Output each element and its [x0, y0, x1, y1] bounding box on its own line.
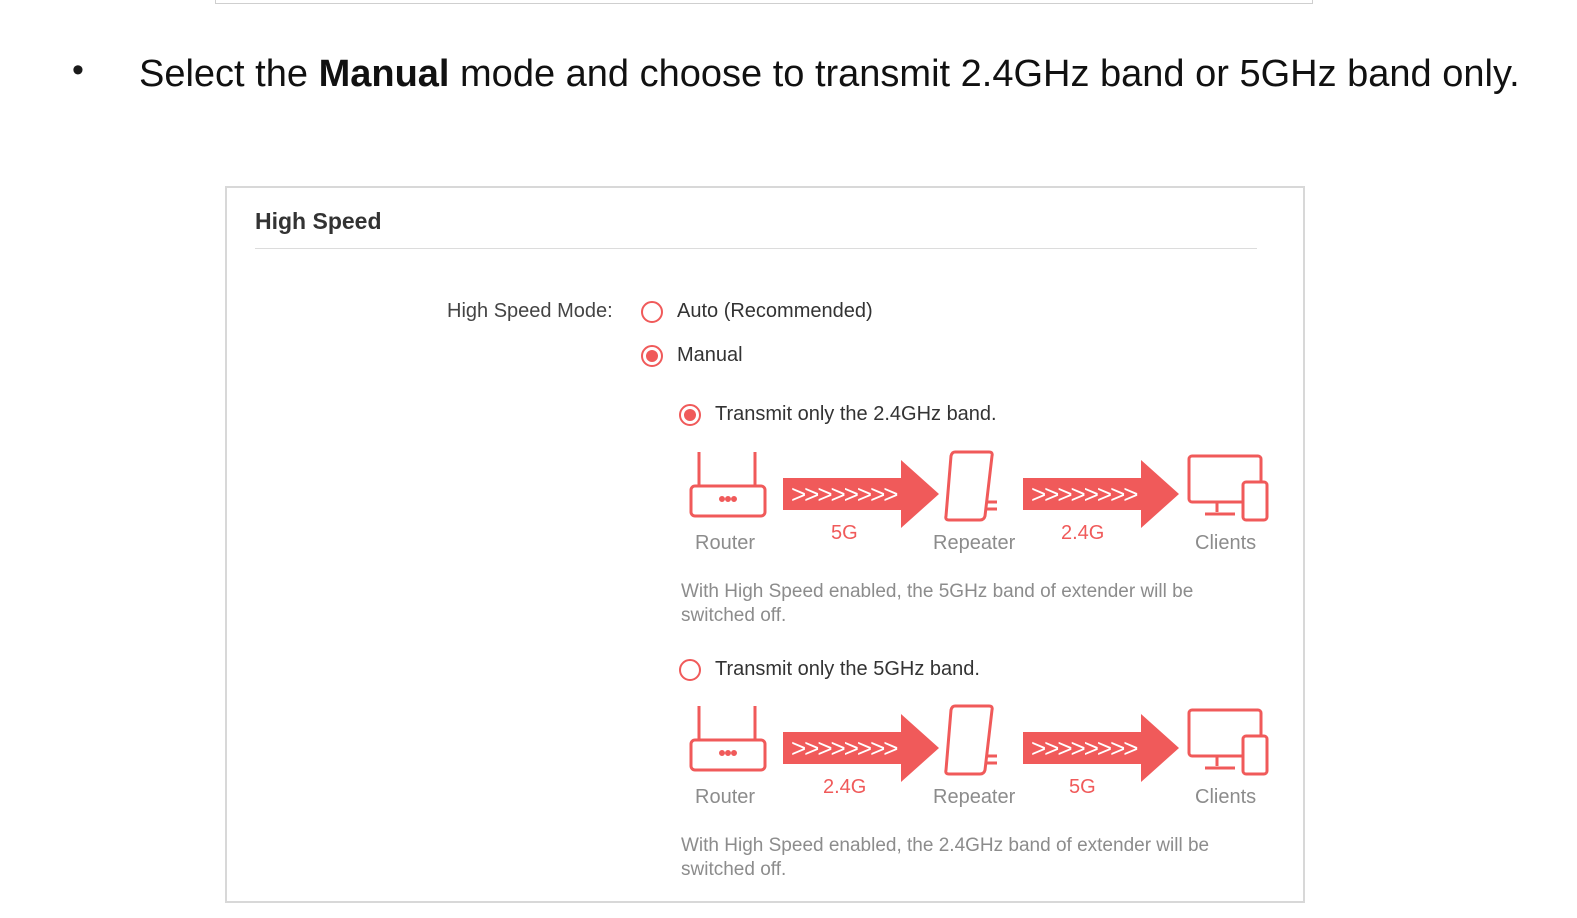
signal-arrow-icon: >>>>>>>>	[1023, 714, 1179, 782]
band-label-router-link: 5G	[831, 522, 858, 544]
clients-icon	[1187, 708, 1269, 776]
clients-label: Clients	[1195, 786, 1257, 808]
mode-option-manual-label: Manual	[677, 344, 743, 366]
panel-title: High Speed	[255, 208, 382, 234]
high-speed-mode-label: High Speed Mode:	[447, 300, 613, 322]
band-diagram-5g: >>>>>>>> >>>>>>>> Router 2.4G Repeater 5…	[687, 700, 1287, 815]
svg-text:>>>>>>>>: >>>>>>>>	[791, 733, 897, 763]
repeater-icon	[944, 704, 997, 776]
band-option-2g-label: Transmit only the 2.4GHz band.	[715, 403, 997, 425]
signal-arrow-icon: >>>>>>>>	[783, 460, 939, 528]
router-icon	[689, 452, 767, 518]
band-note-5g: With High Speed enabled, the 2.4GHz band…	[681, 835, 1210, 880]
clients-icon	[1187, 454, 1269, 522]
svg-text:>>>>>>>>: >>>>>>>>	[1031, 479, 1137, 509]
previous-figure-frame	[215, 0, 1313, 4]
panel-divider	[255, 248, 1257, 249]
router-icon	[689, 706, 767, 772]
radio-band-2g[interactable]	[679, 403, 701, 426]
radio-manual[interactable]	[641, 344, 663, 367]
bullet-marker: •	[72, 51, 84, 89]
band-option-5g-label: Transmit only the 5GHz band.	[715, 658, 980, 680]
band-label-router-link: 2.4G	[823, 776, 867, 798]
mode-option-auto[interactable]: Auto (Recommended)	[641, 300, 873, 323]
repeater-icon	[944, 450, 997, 522]
high-speed-panel: High Speed High Speed Mode: Auto (Recomm…	[225, 186, 1305, 903]
mode-option-manual[interactable]: Manual	[641, 344, 743, 367]
svg-text:>>>>>>>>: >>>>>>>>	[791, 479, 897, 509]
band-option-5g[interactable]: Transmit only the 5GHz band.	[679, 658, 980, 681]
svg-text:>>>>>>>>: >>>>>>>>	[1031, 733, 1137, 763]
instruction-prefix: Select the	[139, 53, 319, 95]
repeater-label: Repeater	[933, 786, 1016, 808]
signal-arrow-icon: >>>>>>>>	[783, 714, 939, 782]
band-diagram-2g: >>>>>>>> >>>>>>>> Router 5G Repeater 2.4…	[687, 446, 1287, 561]
clients-label: Clients	[1195, 532, 1257, 554]
repeater-label: Repeater	[933, 532, 1016, 554]
router-label: Router	[695, 786, 756, 808]
radio-auto[interactable]	[641, 300, 663, 323]
mode-option-auto-label: Auto (Recommended)	[677, 300, 873, 322]
band-note-2g: With High Speed enabled, the 5GHz band o…	[681, 581, 1194, 626]
band-option-2g[interactable]: Transmit only the 2.4GHz band.	[679, 403, 997, 426]
instruction-suffix: mode and choose to transmit 2.4GHz band …	[449, 53, 1520, 95]
signal-arrow-icon: >>>>>>>>	[1023, 460, 1179, 528]
band-label-client-link: 2.4G	[1061, 522, 1105, 544]
instruction-text: Select the Manual mode and choose to tra…	[139, 44, 1539, 104]
band-label-client-link: 5G	[1069, 776, 1096, 798]
radio-band-5g[interactable]	[679, 658, 701, 681]
instruction-emphasis: Manual	[318, 53, 450, 95]
router-label: Router	[695, 532, 756, 554]
